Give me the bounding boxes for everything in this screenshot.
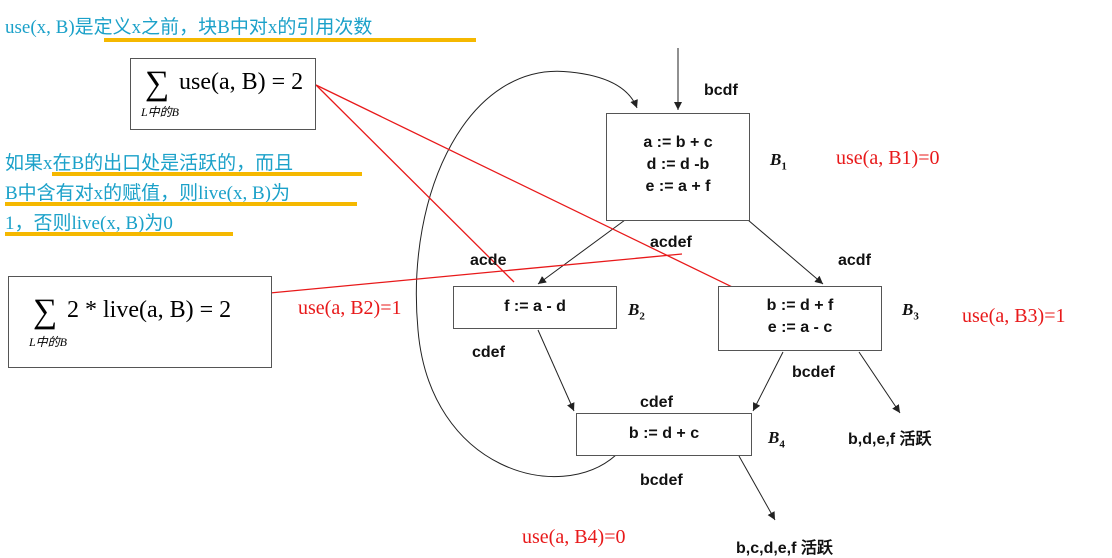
live-note-line1: 如果x在B的出口处是活跃的，而且	[5, 153, 294, 174]
block-b3: b := d + f e := a - c	[718, 286, 882, 351]
definition-highlight	[104, 38, 476, 42]
block-label-b4: B4	[768, 428, 785, 451]
block-b2: f := a - d	[453, 286, 617, 329]
edge-b4-exit	[738, 455, 776, 521]
sum-use-formula-box: ∑ L中的B use(a, B) = 2	[130, 58, 316, 130]
sigma-symbol-live: ∑	[33, 293, 58, 330]
sigma-subscript-live: L中的B	[29, 335, 68, 349]
exit-live-b3: b,d,e,f 活跃	[848, 431, 932, 448]
exit-live-b4: b,c,d,e,f 活跃	[736, 540, 833, 557]
block-label-b1: B1	[770, 150, 787, 173]
b4-line-1: b := d + c	[628, 425, 700, 442]
live-set-b4-out: bcdef	[640, 472, 683, 489]
edge-b3-b4	[752, 351, 784, 412]
live-set-b3-out: bcdef	[792, 364, 835, 381]
use-label-b4: use(a, B4)=0	[522, 526, 626, 548]
use-label-b1: use(a, B1)=0	[836, 147, 940, 169]
edge-b2-b4	[537, 329, 575, 412]
sum-use-expression: use(a, B) = 2	[179, 69, 304, 95]
live-set-b3-in: acdf	[838, 252, 871, 269]
live-note-line3: 1，否则live(x, B)为0	[5, 213, 173, 234]
b2-line-1: f := a - d	[504, 298, 566, 315]
b3-line-1: b := d + f	[766, 297, 834, 314]
block-label-b3: B3	[902, 300, 919, 323]
edge-b3-exit	[858, 351, 901, 414]
block-b4: b := d + c	[576, 413, 752, 456]
back-edge-b4-b1	[415, 70, 638, 477]
sigma-subscript: L中的B	[141, 105, 180, 119]
b1-line-2: d := d -b	[646, 156, 710, 173]
use-label-b3: use(a, B3)=1	[962, 305, 1066, 327]
live-set-b1-in: bcdf	[704, 82, 738, 99]
connector-live-b1	[237, 253, 683, 297]
block-b1: a := b + c d := d -b e := a + f	[606, 113, 750, 221]
live-set-b2-out: cdef	[472, 344, 505, 361]
use-label-b2: use(a, B2)=1	[298, 297, 402, 319]
edge-b1-b2	[537, 219, 626, 285]
live-note-highlight2	[5, 202, 357, 206]
connector-sum-use-b2	[315, 84, 515, 283]
b1-line-1: a := b + c	[643, 134, 713, 151]
live-note-line2: B中含有对x的赋值，则live(x, B)为	[5, 183, 290, 204]
live-set-b4-in: cdef	[640, 394, 673, 411]
live-note-highlight1	[52, 172, 362, 176]
live-set-b2-in: acde	[470, 252, 507, 269]
live-note-highlight3	[5, 232, 233, 236]
sum-live-expression: 2 * live(a, B) = 2	[67, 297, 232, 323]
edge-b1-b3	[747, 219, 824, 285]
b1-line-3: e := a + f	[645, 178, 711, 195]
sum-live-formula-box: ∑ L中的B 2 * live(a, B) = 2	[8, 276, 272, 368]
block-label-b2: B2	[628, 300, 645, 323]
b3-line-2: e := a - c	[767, 319, 833, 336]
use-definition-text: use(x, B)是定义x之前，块B中对x的引用次数	[5, 17, 373, 38]
live-set-b1-out: acdef	[650, 234, 692, 251]
sigma-symbol: ∑	[145, 65, 170, 102]
